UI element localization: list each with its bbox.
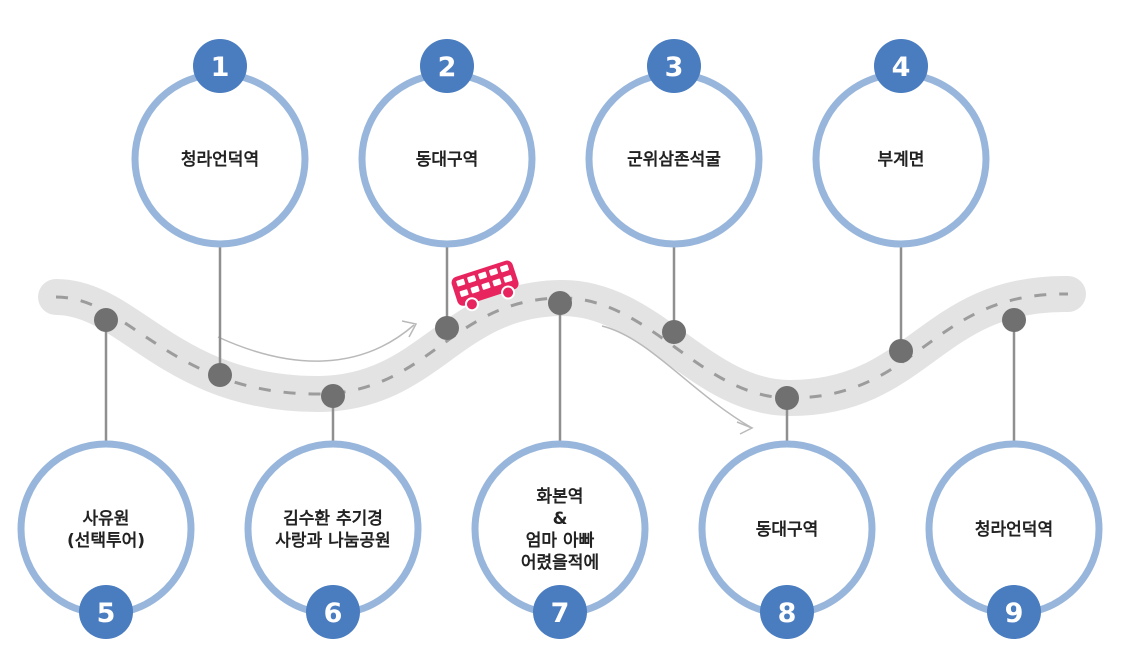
road-node-7 (548, 291, 572, 315)
stop-number: 6 (324, 598, 343, 629)
stop-5: 사유원(선택투어) 5 (17, 440, 195, 639)
bus-window (489, 268, 499, 276)
road-node-3 (662, 320, 686, 344)
stop-8: 동대구역 8 (698, 440, 876, 639)
stop-number-badge (647, 39, 701, 93)
stop-label: 청라언덕역 (181, 149, 259, 170)
stop-number-badge (874, 39, 928, 93)
bus-window (470, 285, 480, 294)
stop-number: 4 (892, 52, 911, 83)
bus-window (500, 264, 509, 273)
bus-window (478, 271, 488, 280)
road-node-1 (208, 363, 232, 387)
stop-number-badge (760, 585, 814, 639)
stop-9: 청라언덕역 9 (925, 440, 1103, 639)
stop-label: 사랑과 나눔공원 (275, 531, 390, 551)
road-node-5 (94, 308, 118, 332)
stop-label: (선택투어) (67, 531, 145, 551)
flow-arrow-line (601, 325, 753, 429)
stop-2: 동대구역 2 (358, 39, 536, 248)
stop-number: 3 (665, 52, 684, 83)
stop-number: 5 (97, 598, 116, 629)
road-node-9 (1002, 308, 1026, 332)
stop-label: 엄마 아빠 (526, 531, 595, 551)
bus-window (456, 278, 466, 287)
stop-number-badge (533, 585, 587, 639)
stop-label: 어렸을적에 (521, 553, 599, 573)
stop-number-badge (193, 39, 247, 93)
flow-arrow-head (401, 320, 418, 338)
bus-window (503, 275, 513, 283)
stop-number-badge (987, 585, 1041, 639)
bus-wheel (501, 285, 516, 300)
stop-label: 동대구역 (756, 520, 819, 540)
road-node-4 (889, 339, 913, 363)
stop-label: & (553, 509, 568, 529)
road-node-8 (775, 386, 799, 410)
stop-label: 청라언덕역 (975, 519, 1053, 540)
flow-arrow-line (217, 324, 415, 362)
stop-number-badge (420, 39, 474, 93)
stop-label: 부계면 (878, 150, 925, 170)
stop-number: 8 (778, 598, 797, 629)
bus-wheel (464, 297, 479, 312)
stop-label: 김수환 추기경 (283, 509, 383, 529)
bus-window (492, 278, 502, 287)
stop-number-badge (306, 585, 360, 639)
road-node-2 (435, 316, 459, 340)
stop-label: 동대구역 (416, 150, 479, 170)
stop-number: 1 (211, 52, 230, 83)
stop-3: 군위삼존석굴 3 (585, 39, 763, 248)
bus-window (459, 289, 469, 297)
bus-icon (451, 260, 519, 312)
bus-window (467, 275, 477, 283)
bus-window (481, 282, 491, 290)
stop-number: 9 (1005, 598, 1024, 629)
stop-4: 부계면 4 (812, 39, 990, 248)
stop-number: 2 (438, 52, 457, 83)
stop-label: 사유원 (83, 509, 130, 529)
stop-label: 화본역 (537, 487, 584, 507)
road-node-6 (321, 384, 345, 408)
flow-arrow-head (736, 421, 754, 435)
stop-1: 청라언덕역 1 (131, 39, 309, 248)
stop-number: 7 (551, 598, 570, 629)
stop-number-badge (79, 585, 133, 639)
stop-label: 군위삼존석굴 (627, 150, 721, 170)
